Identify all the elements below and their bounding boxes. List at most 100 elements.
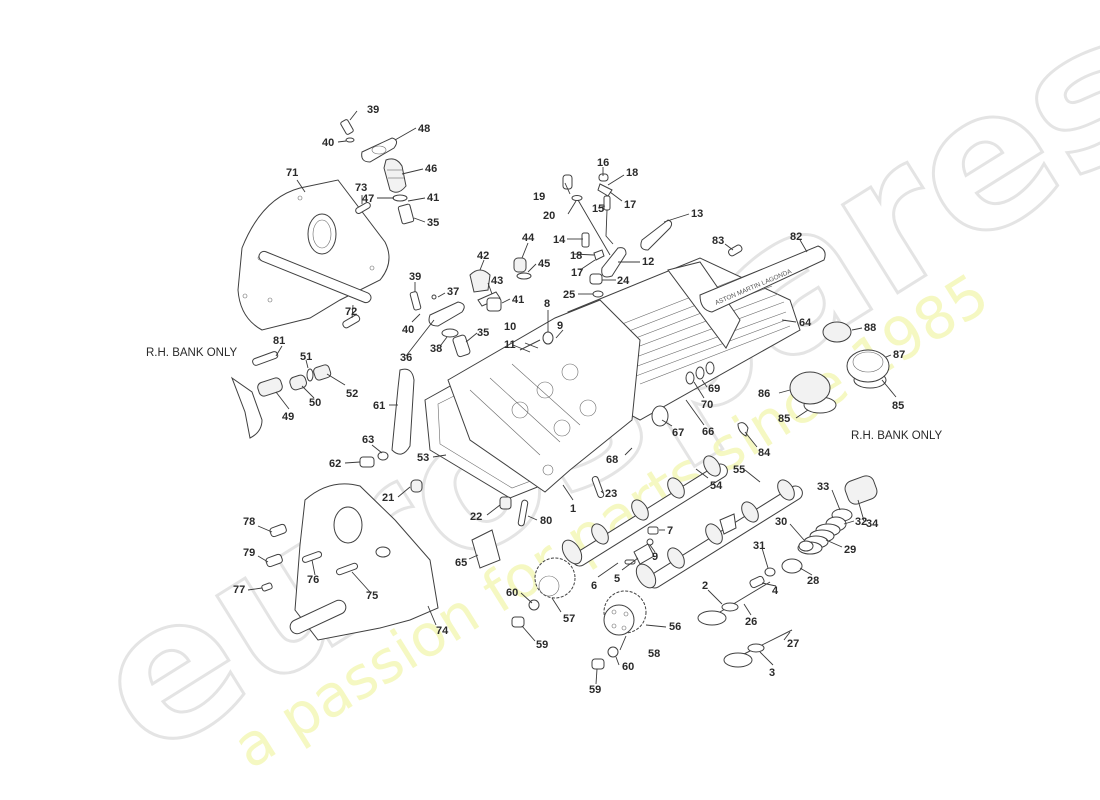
callout-70[interactable]: 70 bbox=[701, 399, 713, 411]
callout-80[interactable]: 80 bbox=[540, 515, 552, 527]
callout-64[interactable]: 64 bbox=[799, 317, 812, 329]
callout-85-right[interactable]: 85 bbox=[892, 400, 904, 412]
callout-9b[interactable]: 9 bbox=[652, 551, 658, 563]
callout-19[interactable]: 19 bbox=[533, 191, 545, 203]
callout-63[interactable]: 63 bbox=[362, 434, 374, 446]
callout-40b[interactable]: 40 bbox=[402, 324, 414, 336]
callout-50[interactable]: 50 bbox=[309, 397, 321, 409]
callout-60-upper[interactable]: 60 bbox=[506, 587, 518, 599]
callout-12[interactable]: 12 bbox=[642, 256, 654, 268]
callout-76[interactable]: 76 bbox=[307, 574, 319, 586]
callout-73[interactable]: 73 bbox=[355, 182, 367, 194]
callout-83[interactable]: 83 bbox=[712, 235, 724, 247]
callout-60-lower[interactable]: 60 bbox=[622, 661, 634, 673]
callout-62[interactable]: 62 bbox=[329, 458, 341, 470]
callout-22[interactable]: 22 bbox=[470, 511, 482, 523]
callout-42[interactable]: 42 bbox=[477, 250, 489, 262]
cover-plate-12 bbox=[601, 247, 627, 278]
callout-71[interactable]: 71 bbox=[286, 167, 298, 179]
callout-27[interactable]: 27 bbox=[787, 638, 799, 650]
callout-13[interactable]: 13 bbox=[691, 208, 703, 220]
callout-65[interactable]: 65 bbox=[455, 557, 467, 569]
callout-74[interactable]: 74 bbox=[436, 625, 449, 637]
callout-85-left[interactable]: 85 bbox=[778, 413, 790, 425]
callout-68[interactable]: 68 bbox=[606, 454, 618, 466]
callout-31[interactable]: 31 bbox=[753, 540, 765, 552]
callout-23[interactable]: 23 bbox=[605, 488, 617, 500]
callout-17b[interactable]: 17 bbox=[571, 267, 583, 279]
callout-87[interactable]: 87 bbox=[893, 349, 905, 361]
callout-18b[interactable]: 18 bbox=[570, 250, 582, 262]
callout-39b[interactable]: 39 bbox=[409, 271, 421, 283]
callout-58[interactable]: 58 bbox=[648, 648, 660, 660]
callout-55[interactable]: 55 bbox=[733, 464, 745, 476]
callout-67[interactable]: 67 bbox=[672, 427, 684, 439]
callout-41[interactable]: 41 bbox=[427, 192, 439, 204]
callout-2[interactable]: 2 bbox=[702, 580, 708, 592]
callout-43[interactable]: 43 bbox=[491, 275, 503, 287]
callout-28[interactable]: 28 bbox=[807, 575, 819, 587]
callout-54[interactable]: 54 bbox=[710, 480, 723, 492]
callout-29[interactable]: 29 bbox=[844, 544, 856, 556]
callout-21[interactable]: 21 bbox=[382, 492, 394, 504]
callout-52[interactable]: 52 bbox=[346, 388, 358, 400]
callout-78[interactable]: 78 bbox=[243, 516, 255, 528]
callout-77[interactable]: 77 bbox=[233, 584, 245, 596]
callout-72[interactable]: 72 bbox=[345, 306, 357, 318]
callout-20[interactable]: 20 bbox=[543, 210, 555, 222]
callout-14[interactable]: 14 bbox=[553, 234, 566, 246]
callout-49[interactable]: 49 bbox=[282, 411, 294, 423]
callout-8[interactable]: 8 bbox=[544, 298, 550, 310]
callout-59-lower[interactable]: 59 bbox=[589, 684, 601, 696]
callout-4[interactable]: 4 bbox=[772, 585, 779, 597]
callout-40[interactable]: 40 bbox=[322, 137, 334, 149]
callout-66[interactable]: 66 bbox=[702, 426, 714, 438]
callout-41b[interactable]: 41 bbox=[512, 294, 524, 306]
callout-11[interactable]: 11 bbox=[504, 339, 516, 351]
callout-88[interactable]: 88 bbox=[864, 322, 876, 334]
callout-35[interactable]: 35 bbox=[427, 217, 439, 229]
blanking-plate-13 bbox=[640, 219, 673, 251]
callout-5[interactable]: 5 bbox=[614, 573, 620, 585]
callout-53[interactable]: 53 bbox=[417, 452, 429, 464]
callout-59-upper[interactable]: 59 bbox=[536, 639, 548, 651]
callout-86[interactable]: 86 bbox=[758, 388, 770, 400]
callout-17[interactable]: 17 bbox=[624, 199, 636, 211]
callout-38[interactable]: 38 bbox=[430, 343, 442, 355]
callout-82[interactable]: 82 bbox=[790, 231, 802, 243]
callout-9[interactable]: 9 bbox=[557, 320, 563, 332]
callout-81[interactable]: 81 bbox=[273, 335, 285, 347]
callout-48[interactable]: 48 bbox=[418, 123, 430, 135]
callout-34[interactable]: 34 bbox=[866, 518, 879, 530]
callout-44[interactable]: 44 bbox=[522, 232, 535, 244]
callout-69[interactable]: 69 bbox=[708, 383, 720, 395]
callout-84[interactable]: 84 bbox=[758, 447, 771, 459]
callout-75[interactable]: 75 bbox=[366, 590, 378, 602]
callout-37[interactable]: 37 bbox=[447, 286, 459, 298]
callout-7[interactable]: 7 bbox=[667, 525, 673, 537]
callout-25[interactable]: 25 bbox=[563, 289, 575, 301]
callout-46[interactable]: 46 bbox=[425, 163, 437, 175]
callout-47[interactable]: 47 bbox=[362, 193, 374, 205]
callout-35b[interactable]: 35 bbox=[477, 327, 489, 339]
callout-30[interactable]: 30 bbox=[775, 516, 787, 528]
callout-6[interactable]: 6 bbox=[591, 580, 597, 592]
callout-16[interactable]: 16 bbox=[597, 157, 609, 169]
callout-18[interactable]: 18 bbox=[626, 167, 638, 179]
callout-26[interactable]: 26 bbox=[745, 616, 757, 628]
callout-1[interactable]: 1 bbox=[570, 503, 576, 515]
callout-36[interactable]: 36 bbox=[400, 352, 412, 364]
callout-57[interactable]: 57 bbox=[563, 613, 575, 625]
callout-61[interactable]: 61 bbox=[373, 400, 385, 412]
callout-32[interactable]: 32 bbox=[855, 516, 867, 528]
callout-15[interactable]: 15 bbox=[592, 203, 604, 215]
callout-10[interactable]: 10 bbox=[504, 321, 516, 333]
callout-33[interactable]: 33 bbox=[817, 481, 829, 493]
callout-51[interactable]: 51 bbox=[300, 351, 312, 363]
callout-45[interactable]: 45 bbox=[538, 258, 550, 270]
callout-39[interactable]: 39 bbox=[367, 104, 379, 116]
callout-79[interactable]: 79 bbox=[243, 547, 255, 559]
callout-56[interactable]: 56 bbox=[669, 621, 681, 633]
callout-24[interactable]: 24 bbox=[617, 275, 630, 287]
callout-3[interactable]: 3 bbox=[769, 667, 775, 679]
